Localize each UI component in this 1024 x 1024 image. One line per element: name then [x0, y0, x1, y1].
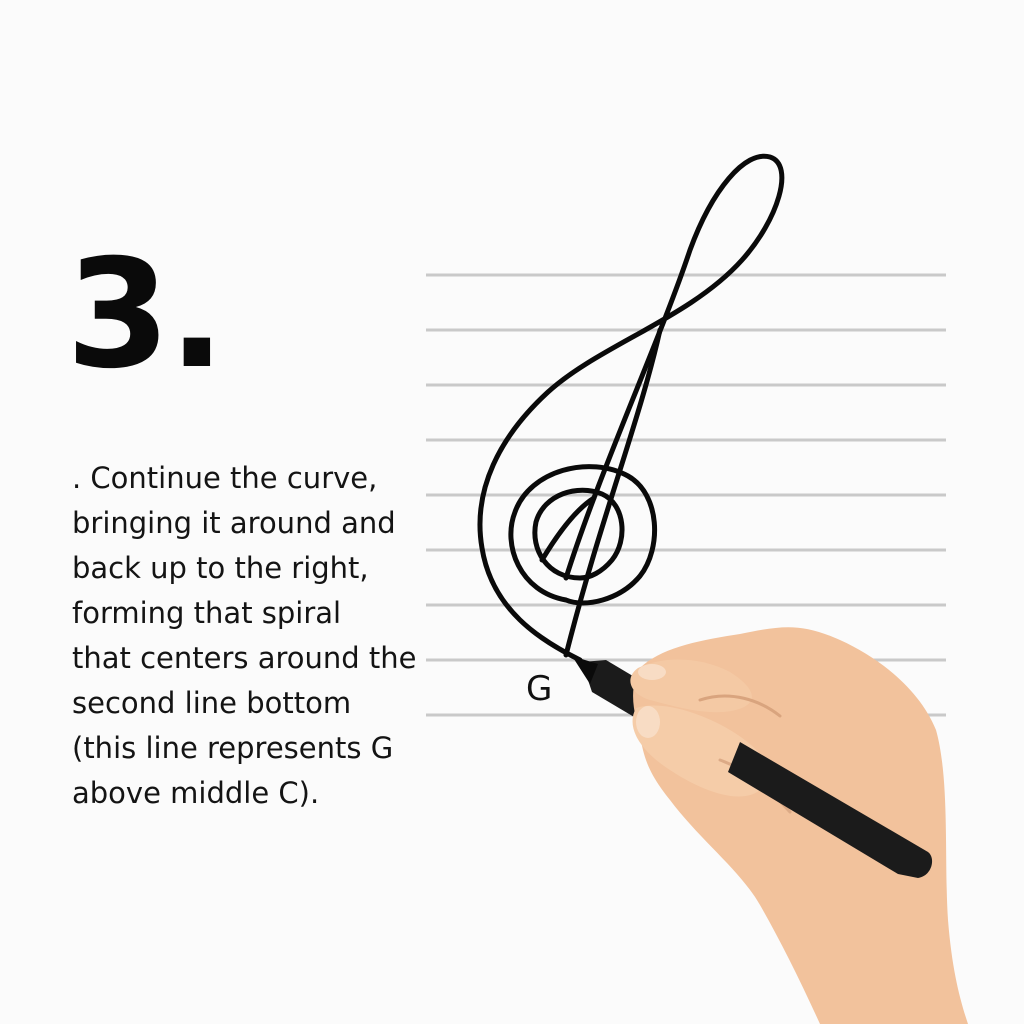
- instruction-text: . Continue the curve, bringing it around…: [72, 456, 432, 816]
- instruction-line: second line bottom: [72, 686, 352, 720]
- treble-clef-icon: [477, 153, 785, 663]
- hand-with-pen: [572, 627, 968, 1024]
- thumbnail: [636, 706, 660, 738]
- instruction-line: (this line represents G: [72, 731, 394, 765]
- pen-tip: [572, 656, 598, 684]
- clef-upper-loop: [477, 153, 785, 663]
- pen-barrel-front: [728, 742, 933, 878]
- instruction-line: . Continue the curve,: [72, 461, 378, 495]
- instruction-line: bringing it around and: [72, 506, 396, 540]
- knuckle-shadow: [698, 694, 782, 718]
- fingernail: [638, 664, 666, 680]
- instruction-line: forming that spiral: [72, 596, 342, 630]
- clef-spiral-inner: [532, 487, 625, 581]
- instruction-line: that centers around the: [72, 641, 417, 675]
- instruction-line: above middle C).: [72, 776, 320, 810]
- clef-spiral-outer: [508, 464, 658, 606]
- step-number: 3.: [66, 228, 225, 402]
- instruction-line: back up to the right,: [72, 551, 369, 585]
- note-label: G: [526, 669, 552, 709]
- clef-inner-stroke: [539, 495, 597, 563]
